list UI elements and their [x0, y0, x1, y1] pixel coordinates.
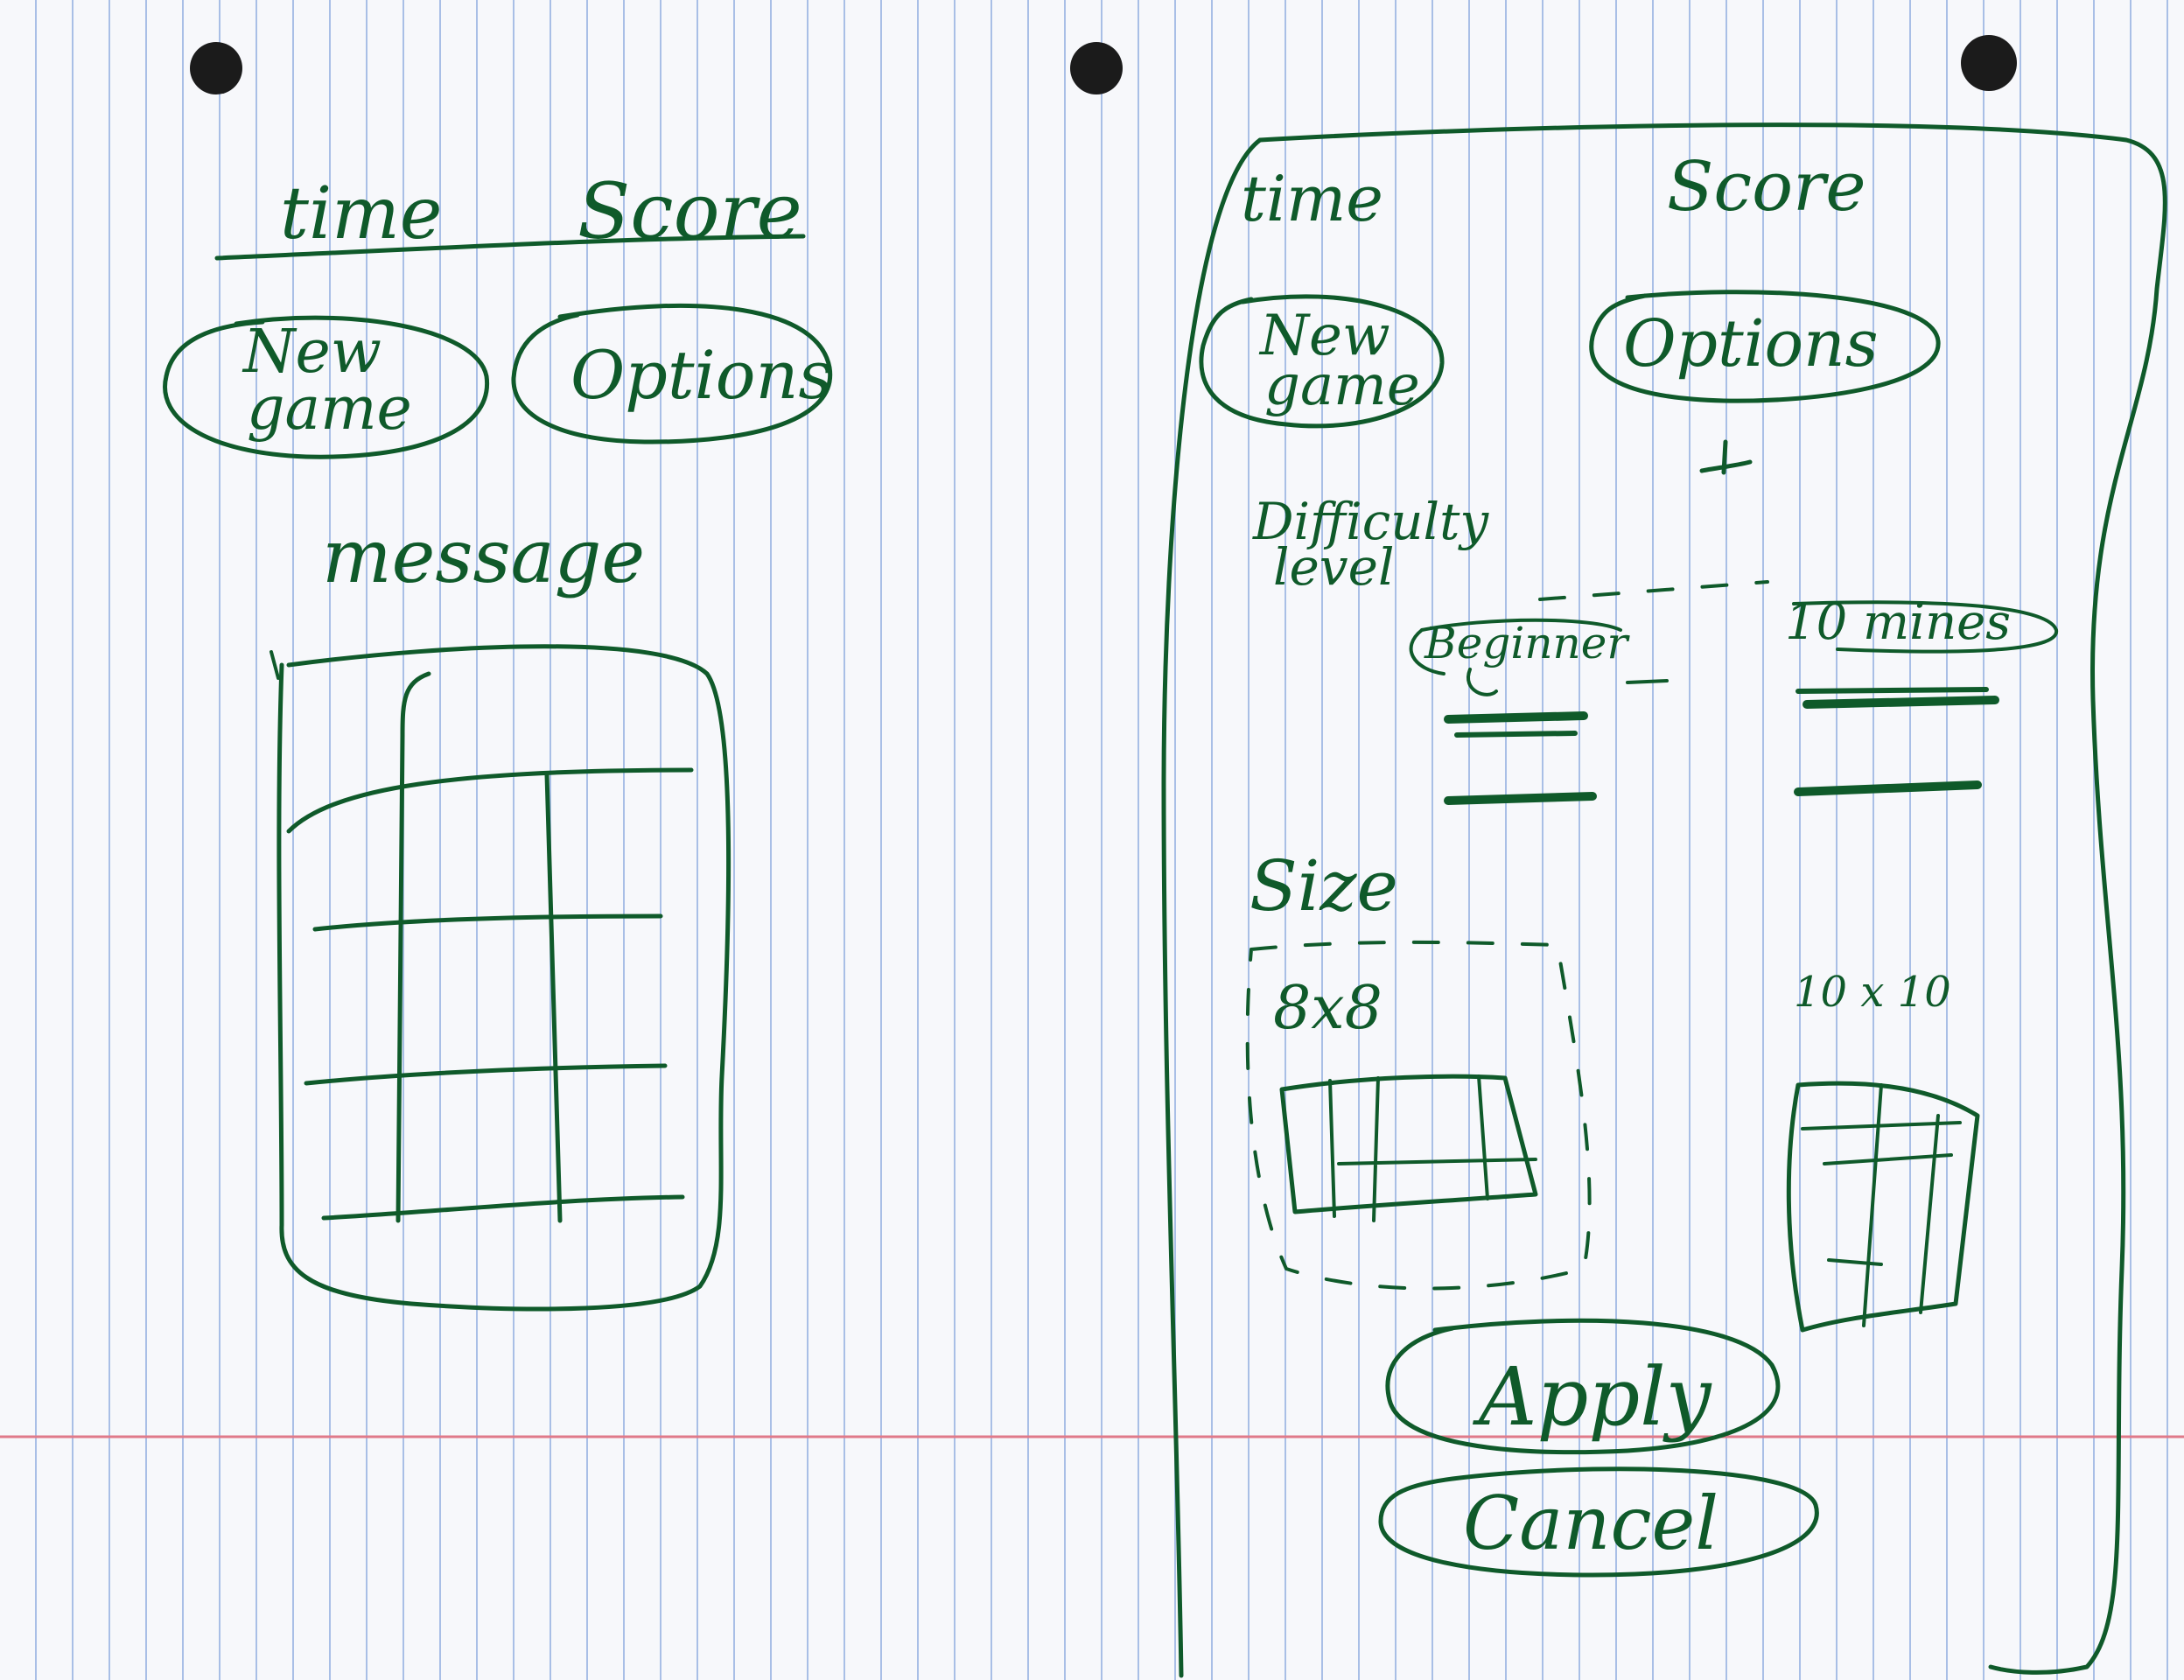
left-options-button[interactable]: Options [511, 303, 833, 444]
left-new-game-line1: New [242, 318, 382, 387]
left-new-game-line2: game [247, 374, 412, 444]
right-new-game-line2: game [1264, 354, 1420, 418]
right-new-game-button[interactable]: New game [1199, 294, 1445, 429]
binder-hole-left [190, 42, 242, 94]
option-placeholder-6 [1794, 780, 1982, 796]
apply-outline [1385, 1318, 1781, 1455]
beginner-label: Beginner [1424, 618, 1630, 668]
beginner-radio-mark [1466, 668, 1498, 696]
right-options-label: Options [1623, 306, 1879, 382]
left-message-label: message [322, 514, 645, 599]
size-8-option[interactable]: 8x8 [1245, 940, 1592, 1291]
cancel-button[interactable]: Cancel [1378, 1466, 1819, 1578]
board-row-1 [286, 767, 694, 834]
board-column-2 [544, 772, 563, 1223]
size-8-grid-outline [1279, 1074, 1538, 1214]
difficulty-line2: level [1273, 537, 1395, 597]
left-time-label: time [280, 172, 442, 256]
beginner-outline [1409, 618, 1622, 676]
option-placeholder-1 [1444, 711, 1588, 724]
left-options-outline [511, 303, 833, 444]
down-arrow-icon [1699, 439, 1753, 475]
option-placeholder-5 [1796, 687, 1989, 694]
right-new-game-line1: New [1258, 304, 1390, 368]
board-tick [270, 650, 280, 680]
binder-hole-center [1070, 42, 1123, 94]
cancel-outline [1378, 1466, 1819, 1578]
right-options-button[interactable]: Options [1589, 290, 1941, 403]
difficulty-line1: Difficulty [1252, 492, 1489, 551]
board-outline [276, 644, 732, 1312]
right-window-left-edge [1161, 137, 1263, 1678]
difficulty-group-dash [1538, 580, 1769, 601]
board-column-1 [396, 671, 431, 1223]
beginner-option[interactable]: Beginner [1409, 618, 1669, 696]
beginner-dash [1626, 679, 1669, 684]
right-new-game-outline [1199, 294, 1445, 429]
size-10-option[interactable]: 10 x 10 [1786, 968, 1980, 1333]
right-time-label: time [1241, 162, 1383, 235]
right-score-label: Score [1667, 148, 1866, 227]
left-new-game-button[interactable]: New game [163, 315, 490, 459]
size-10-label: 10 x 10 [1794, 968, 1951, 1017]
left-header-underline [214, 234, 806, 261]
board-row-3 [304, 1063, 668, 1086]
size-8-selection-dash [1245, 940, 1592, 1291]
right-options-outline [1589, 290, 1941, 403]
size-label: Size [1250, 845, 1398, 927]
right-sketch: time Score New game Options Difficulty l… [1161, 122, 2167, 1678]
mines-label: 10 mines [1785, 594, 2011, 651]
left-new-game-outline [163, 315, 490, 459]
size-10-grid-outline [1786, 1081, 1980, 1333]
size-8-label: 8x8 [1273, 974, 1382, 1043]
cancel-label: Cancel [1463, 1480, 1718, 1566]
size-8-grid-lines [1328, 1074, 1537, 1222]
apply-button[interactable]: Apply [1385, 1318, 1781, 1455]
right-window-outline [1257, 122, 2167, 1675]
mines-option[interactable]: 10 mines [1785, 594, 2059, 654]
board-row-2 [312, 914, 663, 932]
option-placeholder-2 [1454, 731, 1578, 738]
size-10-grid-lines [1801, 1083, 1962, 1327]
left-sketch: time Score New game Options message [163, 166, 833, 1312]
mines-outline [1792, 600, 2059, 654]
option-placeholder-3 [1444, 792, 1597, 805]
board-row-4 [321, 1194, 685, 1221]
apply-label: Apply [1472, 1350, 1712, 1444]
left-game-board [270, 644, 732, 1312]
binder-hole-right [1961, 35, 2017, 91]
left-options-label: Options [570, 336, 833, 414]
option-placeholder-4 [1802, 696, 1999, 709]
